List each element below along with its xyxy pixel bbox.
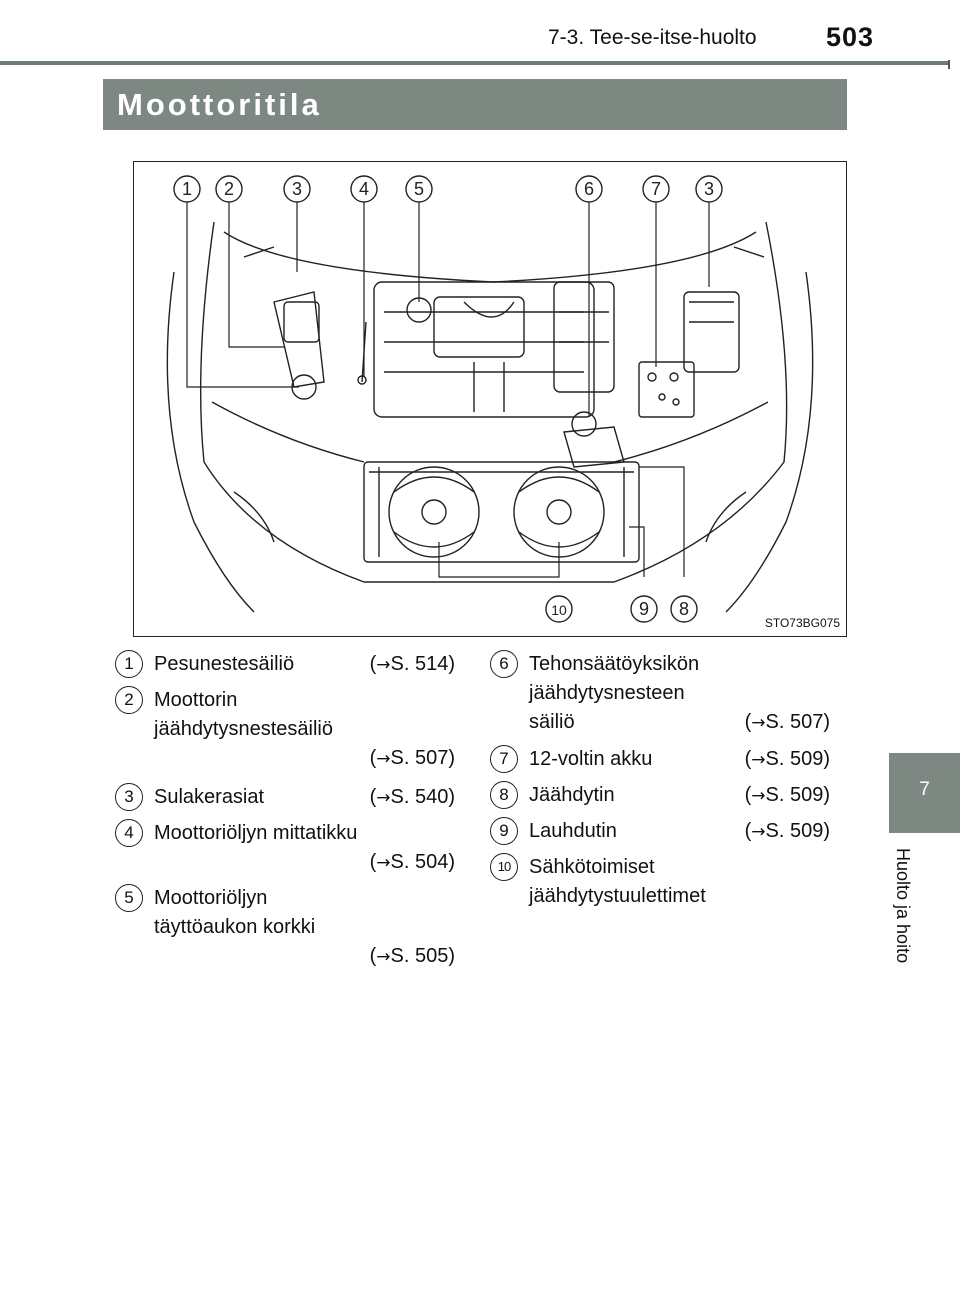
figure-code: STO73BG075	[764, 616, 840, 630]
callout-top-2: 3	[283, 175, 311, 203]
svg-text:7: 7	[651, 179, 661, 199]
engine-compartment-figure: 1 2 3 4 5 6 7 3 10 9 8 STO73BG075	[133, 161, 847, 637]
item-label-line: Lauhdutin	[529, 820, 617, 842]
svg-text:10: 10	[551, 602, 567, 618]
item-label-line: täyttöaukon korkki	[154, 916, 316, 938]
item-page-ref: (→S. 514)	[369, 653, 455, 675]
item-number-badge: 3	[115, 783, 143, 811]
item-page-ref: (→S. 509)	[744, 784, 830, 806]
item-page-ref: (→S. 507)	[369, 747, 455, 769]
svg-text:8: 8	[679, 599, 689, 619]
item-label: Moottoriöljyn mittatikku	[154, 819, 454, 848]
item-label: Jäähdytin	[529, 781, 829, 810]
section-title: 7-3. Tee-se-itse-huolto	[548, 26, 757, 49]
item-label: Tehonsäätöyksikön jäähdytysnesteen säiliö	[529, 650, 829, 737]
callout-top-0: 1	[173, 175, 201, 203]
item-label-line: Moottoriöljyn mittatikku	[154, 822, 358, 844]
svg-text:1: 1	[182, 179, 192, 199]
callout-row-bottom: 10 9 8	[545, 595, 698, 623]
item-label-line: Pesunestesäiliö	[154, 653, 295, 675]
item-number-badge: 7	[490, 745, 518, 773]
item-label-line: Moottoriöljyn	[154, 887, 268, 909]
item-label-line: Jäähdytin	[529, 784, 615, 806]
callout-top-6: 7	[642, 175, 670, 203]
item-label-line: säiliö	[529, 711, 575, 733]
item-page-ref: (→S. 505)	[369, 945, 455, 967]
engine-illustration: 1 2 3 4 5 6 7 3 10 9 8	[166, 175, 814, 623]
item-label: Lauhdutin	[529, 817, 829, 846]
svg-text:4: 4	[359, 179, 369, 199]
item-label-line: Sulakerasiat	[154, 786, 265, 808]
crop-mark	[948, 60, 950, 69]
item-label-line: Tehonsäätöyksikön	[529, 653, 700, 675]
chapter-number: 7	[919, 779, 930, 800]
item-label: 12-voltin akku	[529, 745, 829, 774]
callout-row-top: 1 2 3 4 5 6 7 3	[173, 175, 723, 203]
page-number: 503	[826, 22, 875, 52]
chapter-label-box: Huolto ja hoito	[893, 848, 923, 978]
item-label: Moottoriöljyn täyttöaukon korkki	[154, 884, 454, 942]
svg-text:3: 3	[704, 179, 714, 199]
page-title: Moottoritila	[117, 87, 322, 122]
item-number-badge: 1	[115, 650, 143, 678]
chapter-tab: 7	[889, 753, 960, 833]
item-label-line: 12-voltin akku	[529, 748, 653, 770]
item-label-line: jäähdytysnestesäiliö	[154, 718, 333, 740]
callout-bottom-1: 9	[630, 595, 658, 623]
item-page-ref: (→S. 509)	[744, 748, 830, 770]
callout-top-5: 6	[575, 175, 603, 203]
item-page-ref: (→S. 504)	[369, 851, 455, 873]
item-page-ref: (→S. 540)	[369, 786, 455, 808]
callout-top-7: 3	[695, 175, 723, 203]
callout-top-1: 2	[215, 175, 243, 203]
item-label: Moottorin jäähdytysnestesäiliö	[154, 686, 454, 744]
svg-text:5: 5	[414, 179, 424, 199]
item-number-badge: 9	[490, 817, 518, 845]
svg-text:2: 2	[224, 179, 234, 199]
chapter-label: Huolto ja hoito	[893, 848, 913, 964]
item-number-badge: 5	[115, 884, 143, 912]
item-number-badge: 2	[115, 686, 143, 714]
svg-text:9: 9	[639, 599, 649, 619]
item-label: Pesunestesäiliö	[154, 650, 454, 679]
header-rule	[0, 61, 948, 65]
item-label: Sulakerasiat	[154, 783, 454, 812]
callout-top-3: 4	[350, 175, 378, 203]
item-label-line: jäähdytystuulettimet	[529, 885, 706, 907]
callout-bottom-0: 10	[545, 595, 573, 623]
item-page-ref: (→S. 509)	[744, 820, 830, 842]
item-label-line: Moottorin	[154, 689, 238, 711]
item-page-ref: (→S. 507)	[744, 711, 830, 733]
item-label-line: Sähkötoimiset	[529, 856, 655, 878]
item-number-badge: 4	[115, 819, 143, 847]
item-number-badge: 10	[490, 853, 518, 881]
svg-text:3: 3	[292, 179, 302, 199]
page-title-bar: Moottoritila	[103, 79, 847, 130]
item-number-badge: 8	[490, 781, 518, 809]
callout-top-4: 5	[405, 175, 433, 203]
item-label-line: jäähdytysnesteen	[529, 682, 685, 704]
item-label: Sähkötoimiset jäähdytystuulettimet	[529, 853, 829, 911]
item-number-badge: 6	[490, 650, 518, 678]
svg-text:6: 6	[584, 179, 594, 199]
callout-bottom-2: 8	[670, 595, 698, 623]
